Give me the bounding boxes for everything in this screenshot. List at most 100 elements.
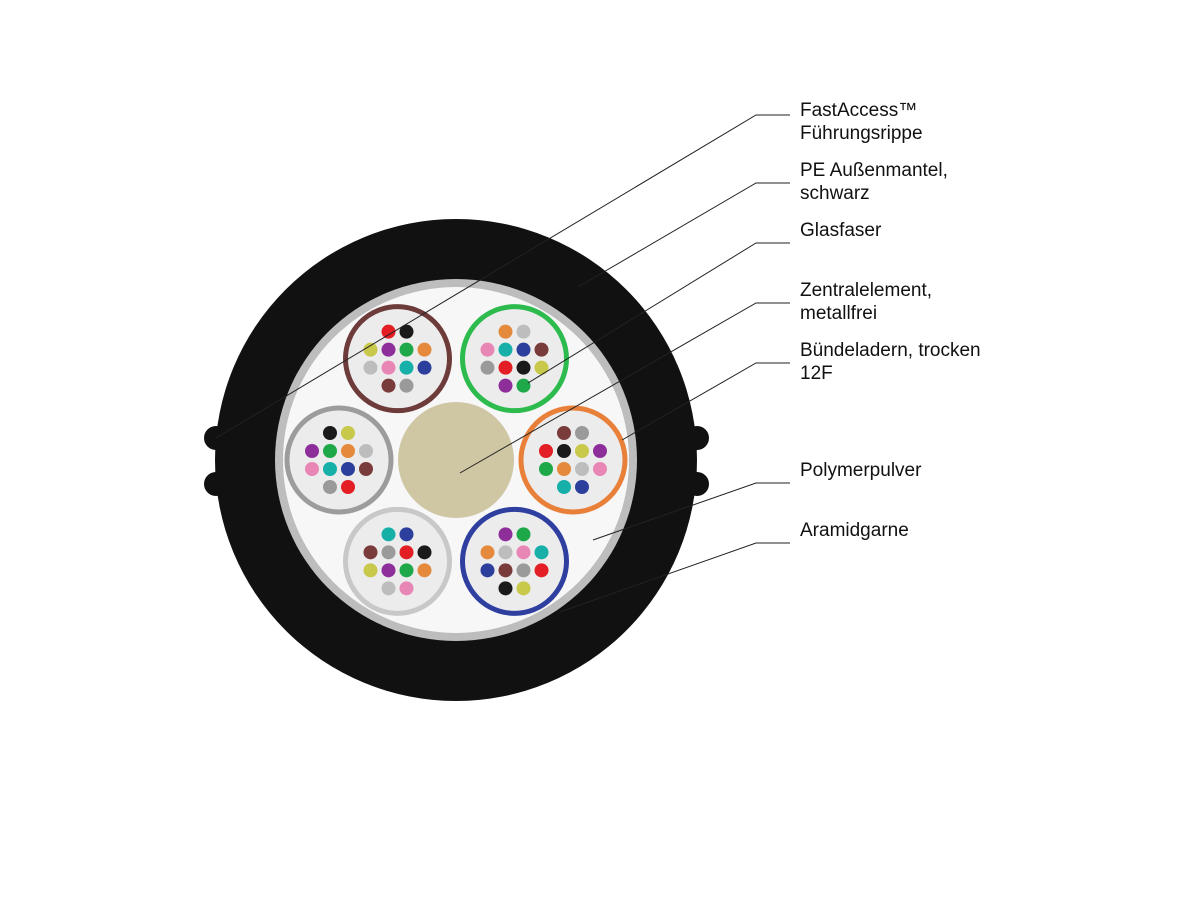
loose-tube — [284, 405, 394, 515]
optical-fiber — [399, 324, 414, 339]
optical-fiber — [323, 426, 337, 440]
leader-powder — [592, 482, 790, 541]
optical-fiber — [480, 342, 495, 357]
optical-fiber — [399, 563, 414, 578]
label-jacket-line1: PE Außenmantel, — [800, 160, 948, 181]
optical-fiber — [593, 462, 607, 476]
optical-fiber — [381, 378, 396, 393]
loose-tube — [460, 506, 569, 616]
optical-fiber — [575, 462, 589, 476]
optical-fiber — [516, 545, 531, 560]
label-central-line2: metallfrei — [800, 303, 877, 324]
optical-fiber — [575, 426, 589, 440]
optical-fiber — [399, 342, 414, 357]
label-fiber: Glasfaser — [800, 220, 882, 241]
optical-fiber — [593, 444, 607, 458]
optical-fiber — [516, 378, 531, 393]
label-fastaccess-line2: Führungsrippe — [800, 123, 923, 144]
optical-fiber — [323, 444, 337, 458]
optical-fiber — [534, 563, 549, 578]
optical-fiber — [417, 360, 432, 375]
loose-tube — [518, 405, 628, 515]
optical-fiber — [381, 360, 396, 375]
optical-fiber — [305, 444, 319, 458]
optical-fiber — [417, 545, 432, 560]
label-central: Zentralelement, metallfrei — [800, 280, 937, 324]
optical-fiber — [498, 324, 513, 339]
optical-fiber — [498, 581, 513, 596]
optical-fiber — [399, 545, 414, 560]
optical-fiber — [341, 480, 355, 494]
leader-fastaccess — [215, 114, 790, 439]
optical-fiber — [575, 480, 589, 494]
optical-fiber — [381, 581, 396, 596]
leader-fiber — [527, 242, 790, 384]
tube-jacket — [518, 405, 628, 515]
label-aramid: Aramidgarne — [800, 520, 909, 541]
tube-jacket — [460, 506, 569, 616]
optical-fiber — [516, 342, 531, 357]
optical-fiber — [557, 480, 571, 494]
optical-fiber — [516, 563, 531, 578]
optical-fiber — [359, 462, 373, 476]
leader-aramid — [559, 542, 790, 613]
optical-fiber — [305, 462, 319, 476]
label-jacket-line2: schwarz — [800, 183, 870, 204]
optical-fiber — [498, 527, 513, 542]
optical-fiber — [399, 360, 414, 375]
label-tubes: Bündeladern, trocken 12F — [800, 340, 986, 384]
label-central-line1: Zentralelement, — [800, 280, 932, 301]
optical-fiber — [516, 581, 531, 596]
optical-fiber — [381, 324, 396, 339]
label-powder: Polymerpulver — [800, 460, 922, 481]
tube-jacket — [284, 405, 394, 515]
fastaccess-rib-right-top — [685, 426, 709, 450]
optical-fiber — [516, 324, 531, 339]
optical-fiber — [399, 527, 414, 542]
central-element — [398, 402, 514, 518]
optical-fiber — [498, 563, 513, 578]
optical-fiber — [539, 444, 553, 458]
optical-fiber — [480, 563, 495, 578]
optical-fiber — [480, 360, 495, 375]
optical-fiber — [363, 360, 378, 375]
label-jacket: PE Außenmantel, schwarz — [800, 160, 953, 204]
label-tubes-line1: Bündeladern, trocken — [800, 340, 981, 361]
label-powder-line1: Polymerpulver — [800, 460, 922, 481]
fastaccess-rib-right-bottom — [685, 472, 709, 496]
optical-fiber — [539, 462, 553, 476]
optical-fiber — [516, 360, 531, 375]
label-aramid-line1: Aramidgarne — [800, 520, 909, 541]
label-fastaccess: FastAccess™ Führungsrippe — [800, 100, 923, 144]
optical-fiber — [381, 545, 396, 560]
optical-fiber — [498, 545, 513, 560]
leader-tubes — [621, 362, 790, 441]
loose-tube — [343, 304, 452, 414]
tube-jacket — [343, 304, 452, 414]
optical-fiber — [381, 563, 396, 578]
optical-fiber — [498, 342, 513, 357]
fastaccess-rib-left-bottom — [204, 472, 228, 496]
optical-fiber — [516, 527, 531, 542]
optical-fiber — [341, 426, 355, 440]
optical-fiber — [534, 342, 549, 357]
optical-fiber — [557, 426, 571, 440]
optical-fiber — [557, 444, 571, 458]
optical-fiber — [498, 360, 513, 375]
loose-tube — [460, 304, 569, 414]
callout-labels: FastAccess™ Führungsrippe PE Außenmantel… — [800, 100, 986, 541]
optical-fiber — [363, 545, 378, 560]
optical-fiber — [417, 563, 432, 578]
label-fiber-line1: Glasfaser — [800, 220, 882, 241]
tube-jacket — [343, 506, 452, 616]
leader-jacket — [577, 182, 790, 288]
optical-fiber — [498, 378, 513, 393]
leader-central — [459, 302, 790, 474]
optical-fiber — [381, 527, 396, 542]
label-fastaccess-line1: FastAccess™ — [800, 100, 917, 121]
optical-fiber — [557, 462, 571, 476]
optical-fiber — [363, 563, 378, 578]
optical-fiber — [534, 360, 549, 375]
optical-fiber — [323, 462, 337, 476]
